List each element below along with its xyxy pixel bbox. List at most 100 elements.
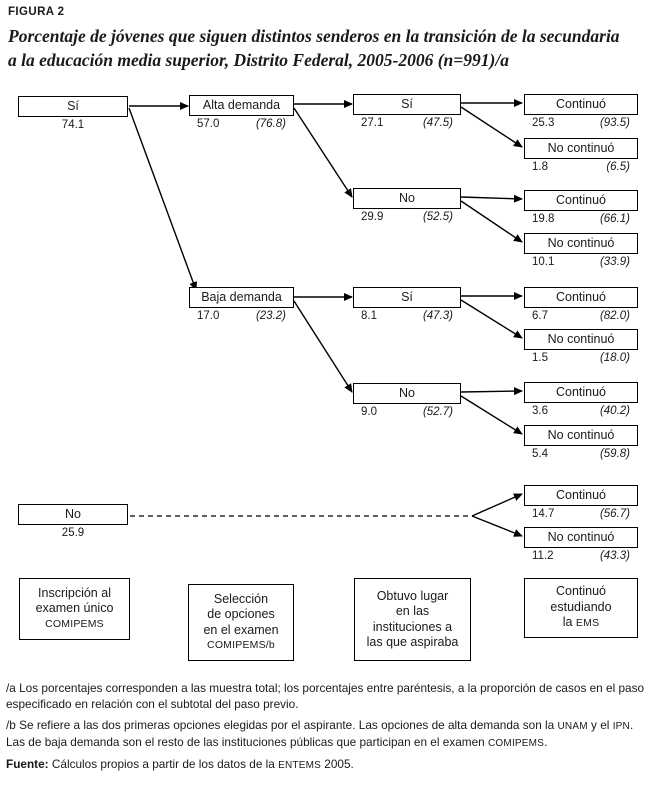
step-line-3: instituciones a <box>372 619 453 634</box>
source-abbrev-entems: ENTEMS <box>278 760 321 771</box>
node-values: 1.5 (18.0) <box>524 352 638 367</box>
node-r3-continuo[interactable]: Continuó 6.7 (82.0) <box>524 287 638 325</box>
node-pct: 6.7 <box>532 310 548 322</box>
step-line-1: Inscripción al <box>38 585 111 600</box>
node-values: 1.8 (6.5) <box>524 161 638 176</box>
node-values: 5.4 (59.8) <box>524 448 638 463</box>
node-label: No continuó <box>524 425 638 446</box>
node-r2-no-continuo[interactable]: No continuó 10.1 (33.9) <box>524 233 638 271</box>
node-pct: 17.0 <box>197 310 220 322</box>
node-pct: 25.9 <box>61 527 85 539</box>
node-label: No continuó <box>524 527 638 548</box>
node-label: Continuó <box>524 485 638 506</box>
node-paren: (76.8) <box>255 118 286 130</box>
node-paren: (93.5) <box>599 117 630 129</box>
node-pct: 8.1 <box>361 310 377 322</box>
node-label: Alta demanda <box>189 95 294 116</box>
node-pct: 25.3 <box>532 117 555 129</box>
node-r1-no-continuo[interactable]: No continuó 1.8 (6.5) <box>524 138 638 176</box>
node-values: 17.0 (23.2) <box>189 310 294 325</box>
node-paren: (59.8) <box>599 448 630 460</box>
node-values: 10.1 (33.9) <box>524 256 638 271</box>
node-paren: (40.2) <box>599 405 630 417</box>
footnote-b-abbrev-unam: UNAM <box>557 721 588 732</box>
step-line-2: examen único <box>35 601 114 616</box>
node-r2-continuo[interactable]: Continuó 19.8 (66.1) <box>524 190 638 228</box>
node-pct: 29.9 <box>361 211 384 223</box>
node-alta-demanda[interactable]: Alta demanda 57.0 (76.8) <box>189 95 294 133</box>
node-pct: 3.6 <box>532 405 548 417</box>
node-r4-continuo[interactable]: Continuó 3.6 (40.2) <box>524 382 638 420</box>
node-no-25[interactable]: No 25.9 <box>18 504 128 542</box>
node-paren: (33.9) <box>599 256 630 268</box>
node-values: 11.2 (43.3) <box>524 550 638 565</box>
step-line-3-abbrev: EMS <box>575 617 600 630</box>
node-values: 3.6 (40.2) <box>524 405 638 420</box>
node-label: Sí <box>353 94 461 115</box>
node-paren: (47.5) <box>422 117 453 129</box>
node-paren: (23.2) <box>255 310 286 322</box>
node-values: 9.0 (52.7) <box>353 406 461 421</box>
step-box-obtuvo-lugar[interactable]: Obtuvo lugar en las instituciones a las … <box>354 578 471 661</box>
node-paren: (47.3) <box>422 310 453 322</box>
node-pct: 74.1 <box>61 119 85 131</box>
footnote-b-part-1: /b Se refiere a las dos primeras opcione… <box>6 718 558 732</box>
footnotes: /a Los porcentajes corresponden a las mu… <box>6 681 654 780</box>
step-line-1: Continuó <box>555 584 607 599</box>
node-pct: 11.2 <box>532 550 554 562</box>
node-label: Baja demanda <box>189 287 294 308</box>
source-part-2: 2005. <box>321 757 354 771</box>
footnote-b-part-4: . <box>544 734 548 749</box>
node-paren: (43.3) <box>599 550 630 562</box>
node-pct: 19.8 <box>532 213 555 225</box>
node-label: No continuó <box>524 329 638 350</box>
figure-title-line-1: Porcentaje de jóvenes que siguen distint… <box>8 26 620 46</box>
node-values: 14.7 (56.7) <box>524 508 638 523</box>
step-box-continuo-estudiando[interactable]: Continuó estudiando la EMS <box>524 578 638 638</box>
node-label: No continuó <box>524 233 638 254</box>
node-r5-no-continuo[interactable]: No continuó 11.2 (43.3) <box>524 527 638 565</box>
node-pct: 1.5 <box>532 352 548 364</box>
node-paren: (56.7) <box>599 508 630 520</box>
node-paren: (52.5) <box>422 211 453 223</box>
node-r5-continuo[interactable]: Continuó 14.7 (56.7) <box>524 485 638 523</box>
step-line-4: las que aspiraba <box>366 635 459 649</box>
footnote-source: Fuente: Cálculos propios a partir de los… <box>6 757 654 774</box>
footnote-b-abbrev-comipems: COMIPEMS <box>488 737 545 749</box>
node-values: 25.3 (93.5) <box>524 117 638 132</box>
node-values: 19.8 (66.1) <box>524 213 638 228</box>
node-r4-no-continuo[interactable]: No continuó 5.4 (59.8) <box>524 425 638 463</box>
step-line-3: la EMS <box>563 615 600 632</box>
node-r1-continuo[interactable]: Continuó 25.3 (93.5) <box>524 94 638 132</box>
figure-title-line-2: a la educación media superior, Distrito … <box>8 50 509 70</box>
node-alta-no[interactable]: No 29.9 (52.5) <box>353 188 461 226</box>
step-box-inscripcion[interactable]: Inscripción al examen único COMIPEMS <box>19 578 130 640</box>
step-line-2: estudiando <box>550 599 612 614</box>
node-pct: 10.1 <box>532 256 555 268</box>
node-si-74[interactable]: Sí 74.1 <box>18 96 128 134</box>
figure-label: FIGURA 2 <box>8 6 65 18</box>
node-pct: 5.4 <box>532 448 548 460</box>
node-pct: 27.1 <box>361 117 384 129</box>
node-baja-si[interactable]: Sí 8.1 (47.3) <box>353 287 461 325</box>
node-label: Continuó <box>524 382 638 403</box>
node-values: 25.9 <box>18 527 128 542</box>
node-paren: (66.1) <box>599 213 630 225</box>
footnote-b: /b Se refiere a las dos primeras opcione… <box>6 718 654 751</box>
step-line-4: COMIPEMS/b <box>207 639 275 651</box>
node-values: 6.7 (82.0) <box>524 310 638 325</box>
node-label: No <box>353 383 461 404</box>
node-alta-si[interactable]: Sí 27.1 (47.5) <box>353 94 461 132</box>
step-box-seleccion[interactable]: Selección de opciones en el examen COMIP… <box>188 584 294 661</box>
node-pct: 9.0 <box>361 406 377 418</box>
node-baja-demanda[interactable]: Baja demanda 17.0 (23.2) <box>189 287 294 325</box>
node-r3-no-continuo[interactable]: No continuó 1.5 (18.0) <box>524 329 638 367</box>
node-pct: 1.8 <box>532 161 548 173</box>
node-baja-no[interactable]: No 9.0 (52.7) <box>353 383 461 421</box>
node-label: No continuó <box>524 138 638 159</box>
footnote-b-part-3: . Las de baja demanda son el resto de la… <box>6 718 634 749</box>
node-label: Continuó <box>524 190 638 211</box>
node-values: 74.1 <box>18 119 128 134</box>
step-line-3: COMIPEMS <box>45 617 104 630</box>
